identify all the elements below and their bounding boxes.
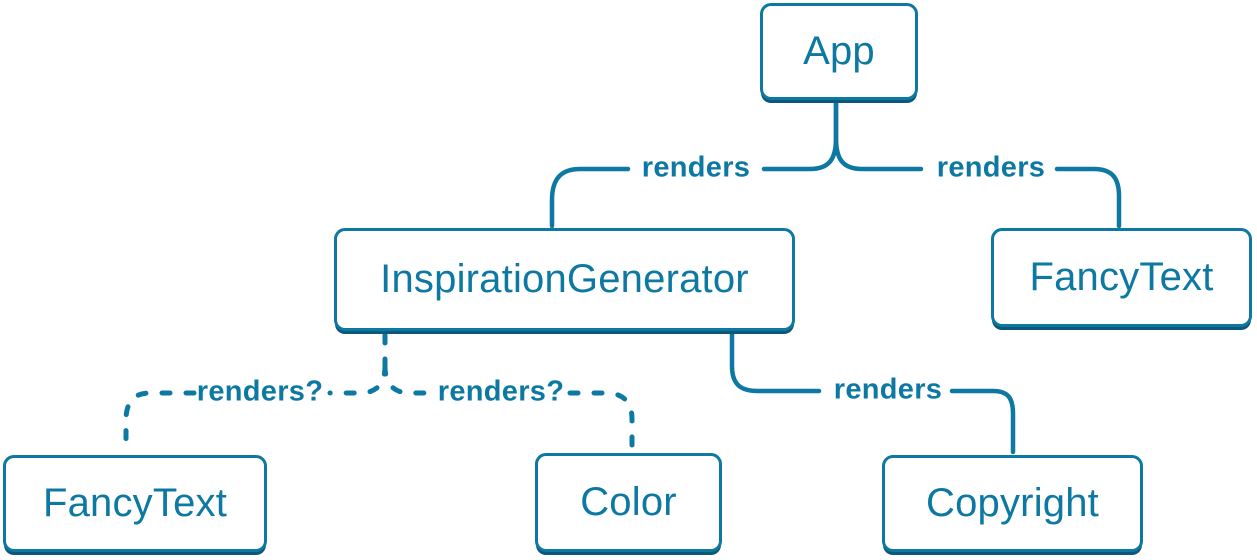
node-inspiration-generator-label: InspirationGenerator — [380, 257, 749, 301]
node-fancy-text-top-label: FancyText — [1029, 255, 1214, 299]
edge-label-renders-copyright: renders — [833, 373, 943, 406]
node-copyright-label: Copyright — [926, 481, 1099, 525]
node-fancy-text-bottom-label: FancyText — [42, 481, 228, 525]
node-color-label: Color — [580, 480, 677, 524]
node-color: Color — [535, 453, 722, 552]
node-app-label: App — [803, 29, 875, 73]
edge-label-renders-question-right: renders? — [437, 375, 565, 408]
node-copyright: Copyright — [882, 455, 1143, 552]
node-app: App — [760, 3, 918, 100]
node-inspiration-generator: InspirationGenerator — [334, 228, 795, 331]
edge-label-renders-app-right: renders — [936, 151, 1046, 184]
edge-label-renders-question-left: renders? — [196, 375, 324, 408]
edge-label-renders-app-left: renders — [641, 151, 751, 184]
node-fancy-text-bottom: FancyText — [3, 455, 267, 552]
node-fancy-text-top: FancyText — [991, 228, 1252, 327]
